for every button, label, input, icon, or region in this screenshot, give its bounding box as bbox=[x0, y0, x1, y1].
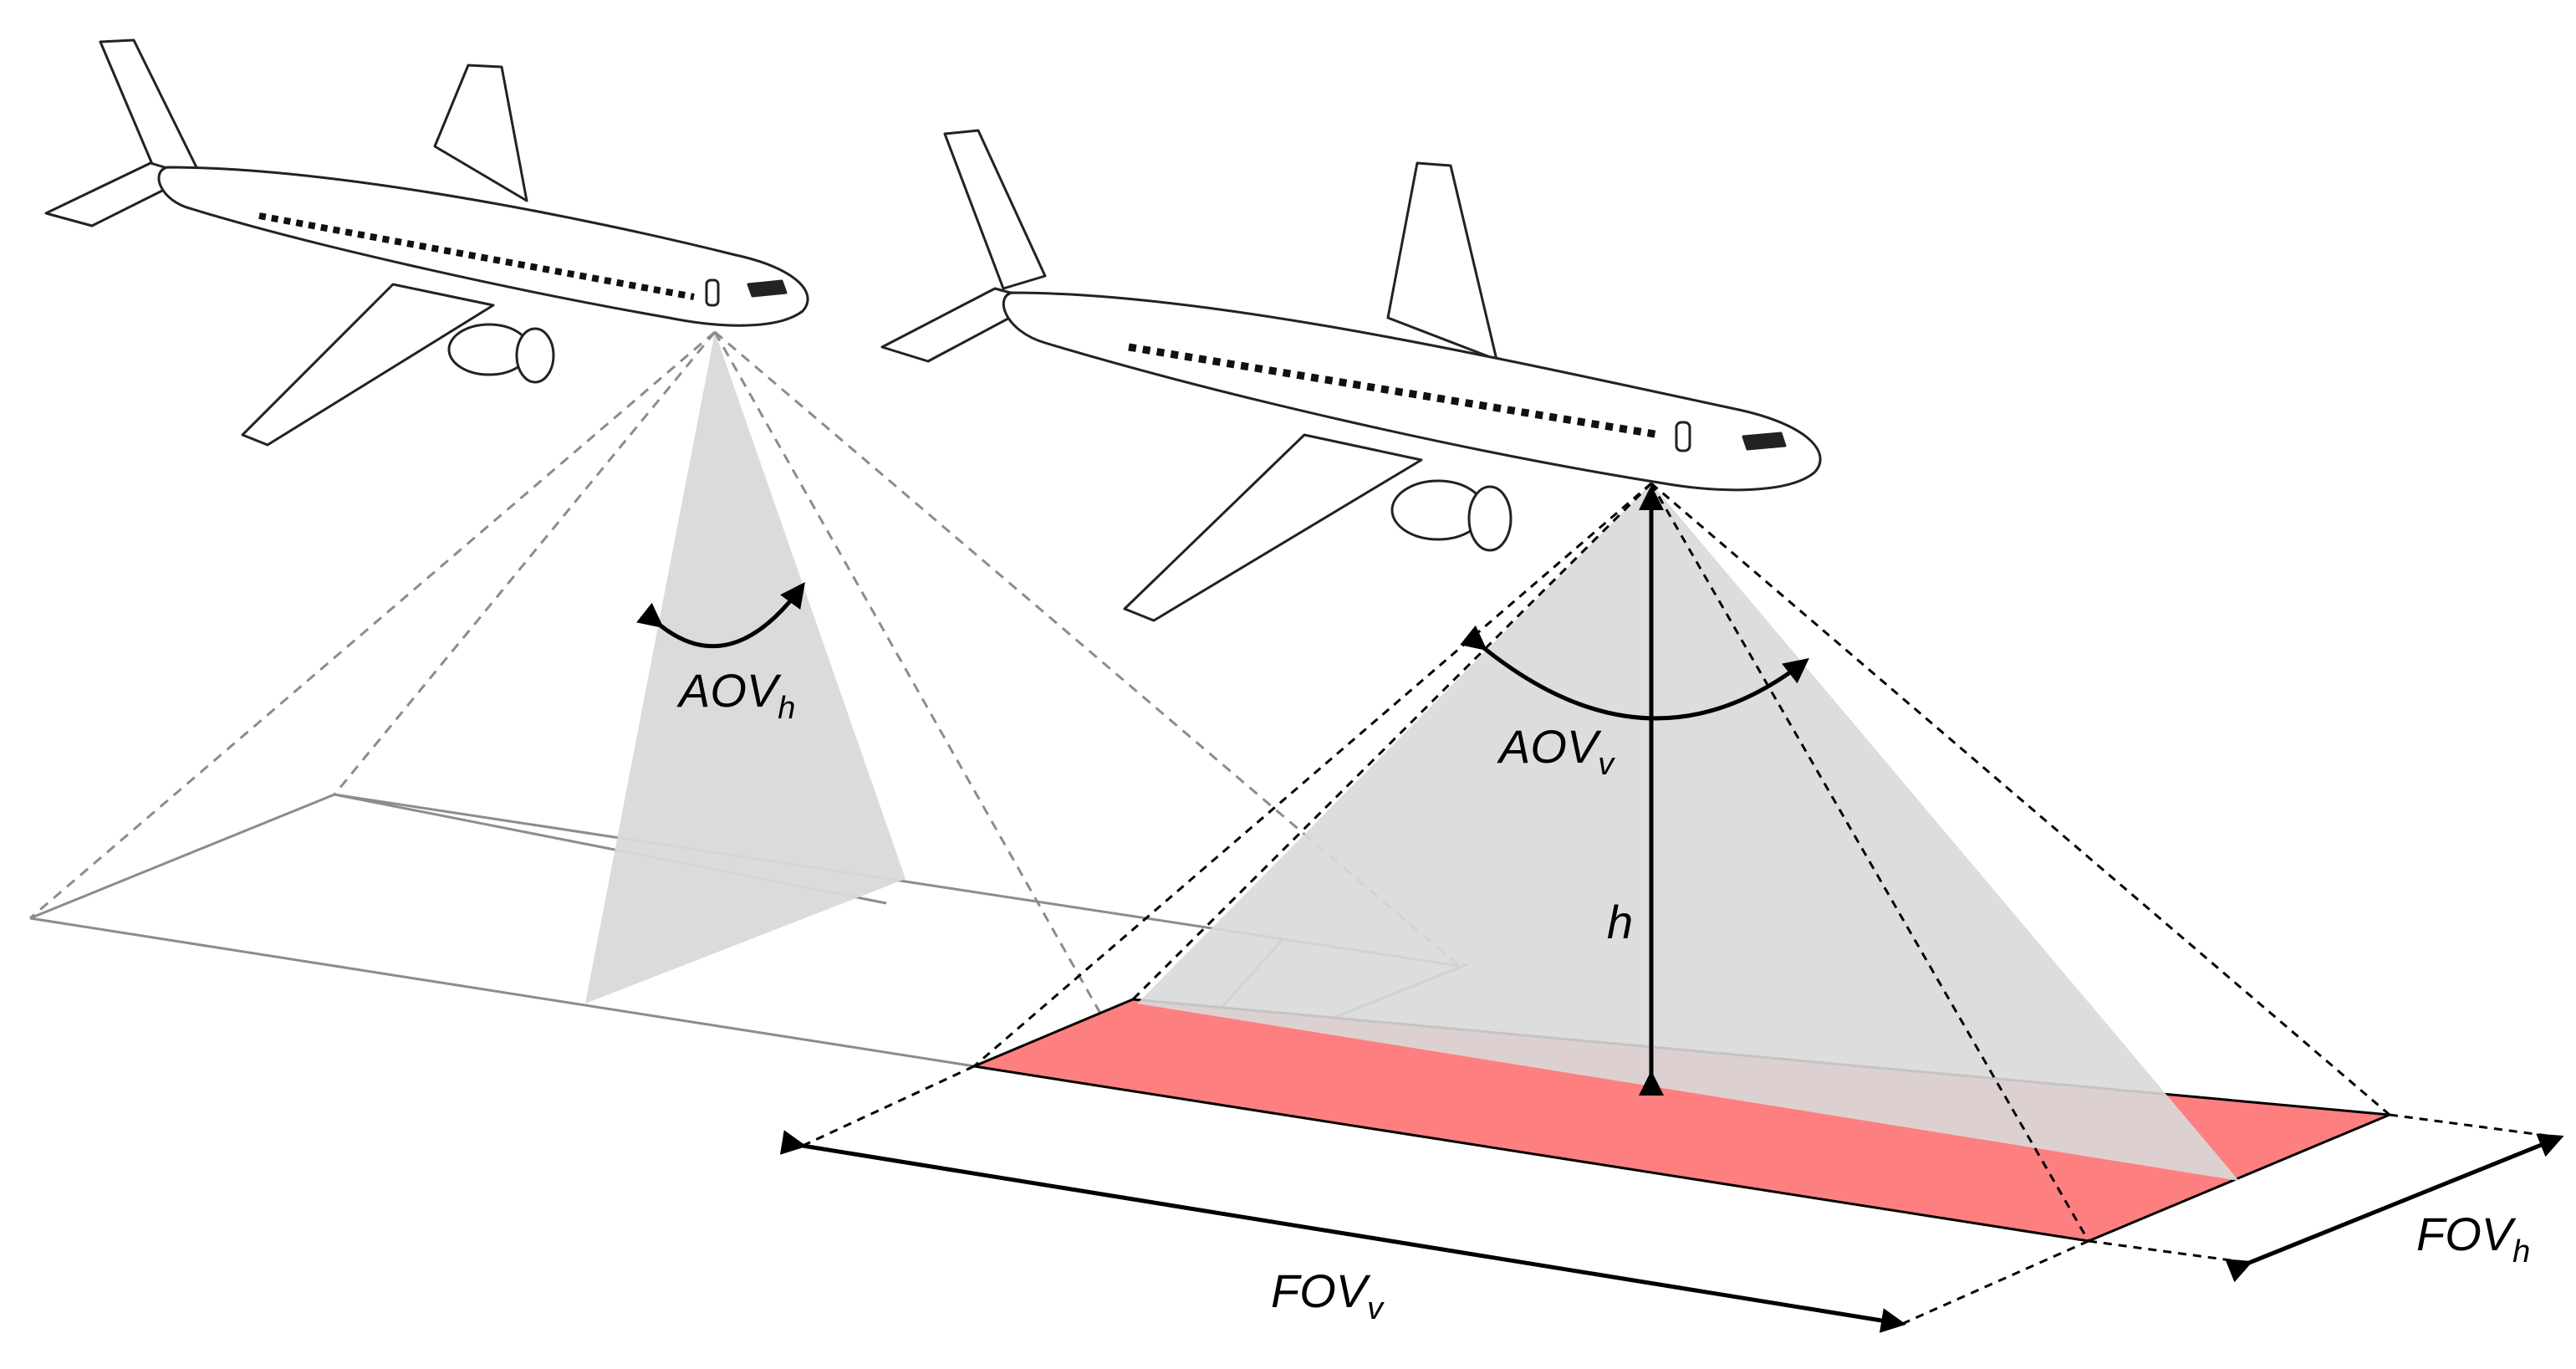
aov-h-cone-left bbox=[585, 332, 905, 1004]
aov-v-cone-right bbox=[1137, 483, 2239, 1181]
fov-h-arrow bbox=[2225, 1133, 2564, 1283]
airplane-left bbox=[44, 38, 809, 447]
label-fov-v: FOVv bbox=[1271, 1264, 1385, 1326]
label-fov-h: FOVh bbox=[2416, 1208, 2530, 1269]
airplane-right bbox=[880, 129, 1822, 622]
aov-h-arrow bbox=[636, 581, 805, 649]
fov-v-arrow bbox=[779, 1130, 1906, 1333]
ground-footprint bbox=[974, 999, 2390, 1241]
label-aov-v: AOVv bbox=[1497, 720, 1615, 782]
aov-v-arrow bbox=[1460, 625, 1809, 721]
label-height: h bbox=[1607, 896, 1633, 948]
label-aov-h: AOVh bbox=[676, 664, 795, 726]
